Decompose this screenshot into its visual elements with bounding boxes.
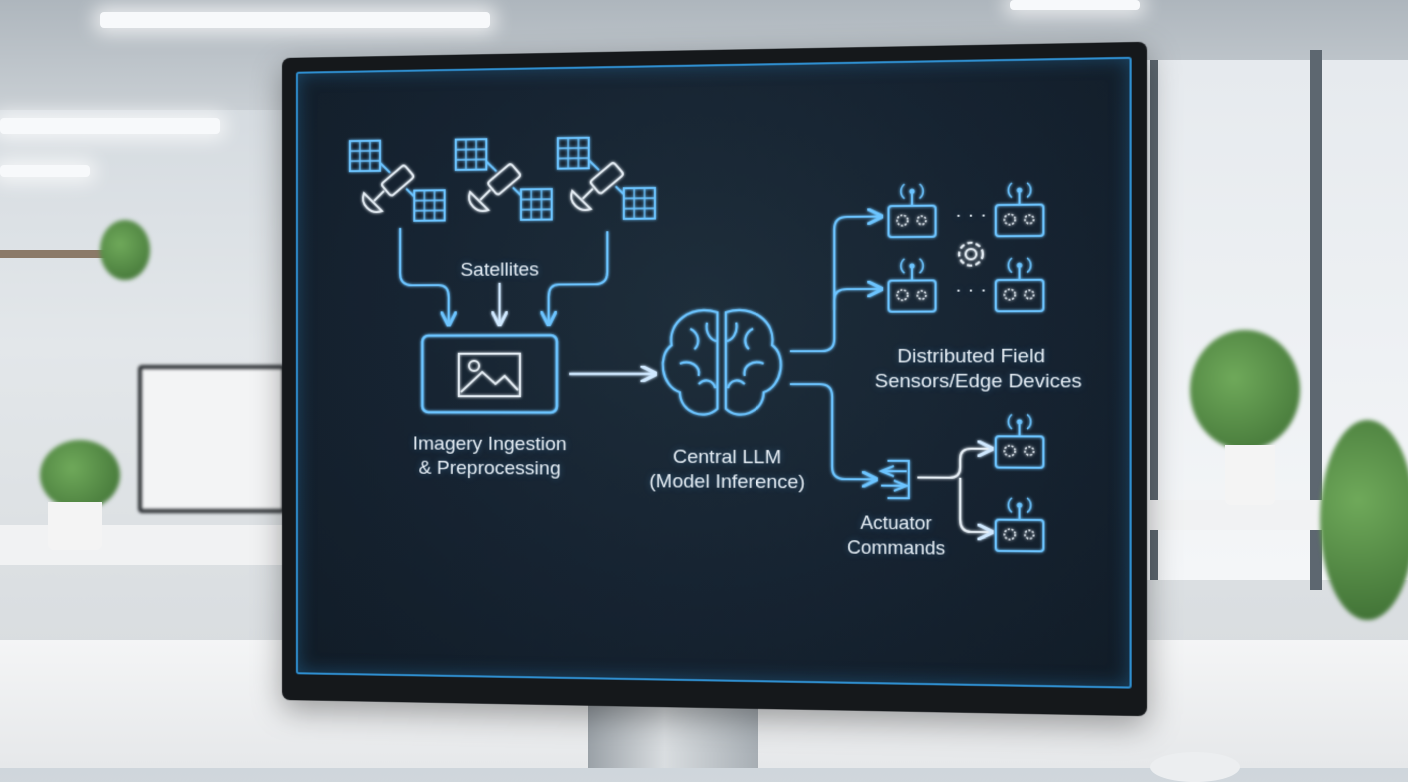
arrow-satellite-left [400,228,449,324]
satellite-icon [558,137,655,220]
mouse[interactable] [1150,752,1240,782]
ceiling-light [0,118,220,134]
actuator-label-line1: Actuator [832,510,960,536]
monitor: Satellites Imagery Ingestion & Preproces… [282,42,1147,716]
llm-label-line1: Central LLM [644,445,812,470]
ingestion-label-line1: Imagery Ingestion [388,432,592,457]
arrow-llm-to-sensors [790,217,880,352]
ellipsis-bottom: · · · [944,278,998,303]
edge-device-icon [996,498,1044,552]
actuator-label: Actuator Commands [832,510,960,561]
ceiling-light [0,165,90,177]
sensors-label-line2: Sensors/Edge Devices [875,370,1069,395]
window-plant [1190,330,1300,450]
shelf-plant [100,220,150,280]
ingestion-label-line2: & Preprocessing [388,456,592,481]
window-plant [1320,420,1408,620]
actuator-icon [881,461,909,498]
gear-icon [959,243,983,266]
plant-pot [48,502,102,550]
arrow-actuator-to-device-bottom [960,478,990,532]
edge-device-icon [996,183,1044,237]
satellites-label: Satellites [449,258,551,283]
llm-label: Central LLM (Model Inference) [644,445,812,495]
background-desk [0,525,285,565]
sensors-label: Distributed Field Sensors/Edge Devices [875,344,1069,394]
arrow-llm-to-sensors-lower [834,289,880,310]
background-monitor [138,365,286,513]
brain-icon [663,310,781,415]
ceiling-light [100,12,490,28]
image-icon [422,335,556,412]
edge-device-icon [996,414,1044,467]
desk-plant [40,440,120,510]
llm-label-line2: (Model Inference) [644,470,812,496]
ceiling-light [1010,0,1140,10]
sensors-label-line1: Distributed Field [875,344,1069,369]
edge-device-icon [889,184,936,237]
ingestion-label: Imagery Ingestion & Preprocessing [388,432,592,481]
actuator-label-line2: Commands [832,535,960,561]
screen: Satellites Imagery Ingestion & Preproces… [296,57,1132,689]
satellite-icon [350,140,445,222]
satellite-icon [456,138,552,220]
arrow-actuator-to-device-top [917,448,990,477]
arrow-satellite-right [549,231,608,323]
edge-device-icon [996,258,1044,311]
plant-pot [1225,445,1275,505]
edge-device-icon [889,259,936,312]
ellipsis-top: · · · [944,203,998,228]
